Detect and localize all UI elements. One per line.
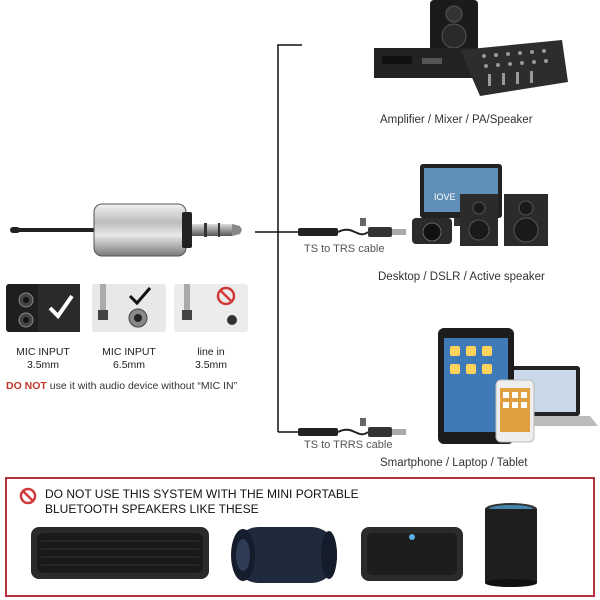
desktop-dslr-speaker-image: IOVE bbox=[412, 164, 548, 246]
amplifier-mixer-image bbox=[374, 0, 568, 96]
speaker-image-1 bbox=[31, 527, 209, 579]
warning-text: use it with audio device without “MIC IN… bbox=[46, 380, 238, 392]
bluetooth-warning-line1: DO NOT USE THIS SYSTEM WITH THE MINI POR… bbox=[45, 487, 359, 501]
port-panel-line-in bbox=[174, 284, 248, 332]
line-to-amplifier bbox=[255, 44, 302, 233]
check-icon bbox=[48, 294, 74, 320]
desktop-label: Desktop / DSLR / Active speaker bbox=[378, 271, 545, 283]
smartphone-label: Smartphone / Laptop / Tablet bbox=[380, 457, 528, 469]
check-icon bbox=[128, 287, 152, 306]
ts-trs-cable-image bbox=[298, 218, 406, 237]
bluetooth-warning-text: DO NOT USE THIS SYSTEM WITH THE MINI POR… bbox=[45, 487, 359, 517]
smartphone-laptop-tablet-image bbox=[438, 328, 598, 444]
speaker-image-2 bbox=[231, 527, 337, 583]
warning-prefix: DO NOT bbox=[6, 380, 47, 392]
port-panel-mic-35 bbox=[6, 284, 80, 332]
ts-trrs-cable-image bbox=[298, 418, 406, 437]
prohibited-icon bbox=[19, 487, 37, 505]
mic-in-warning: DO NOT use it with audio device without … bbox=[6, 380, 237, 392]
speaker-image-3 bbox=[361, 527, 463, 581]
amplifier-label: Amplifier / Mixer / PA/Speaker bbox=[380, 114, 533, 126]
speaker-image-4 bbox=[485, 503, 537, 587]
prohibited-icon bbox=[216, 286, 236, 306]
ts-trs-cable-label: TS to TRS cable bbox=[304, 243, 385, 255]
bluetooth-warning-line2: BLUETOOTH SPEAKERS LIKE THESE bbox=[45, 502, 259, 516]
bluetooth-warning-box: DO NOT USE THIS SYSTEM WITH THE MINI POR… bbox=[5, 477, 595, 597]
monitor-screen-text: IOVE bbox=[434, 192, 456, 202]
transmitter-image bbox=[10, 203, 242, 257]
ts-trrs-cable-label: TS to TRRS cable bbox=[304, 439, 393, 451]
port-panel-mic-65 bbox=[92, 284, 166, 332]
